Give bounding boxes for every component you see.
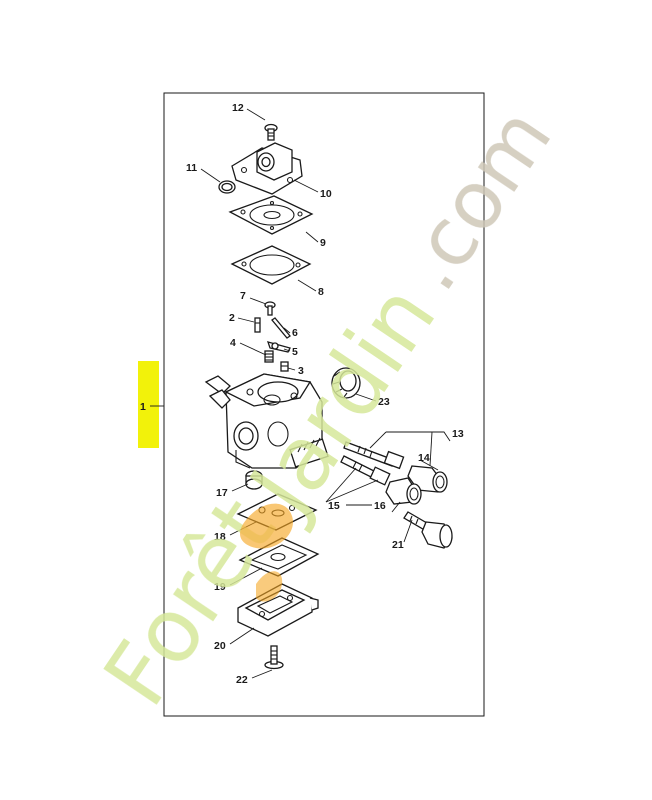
part-16-cap <box>385 477 422 505</box>
part-10-cover <box>231 142 303 195</box>
callout-5: 5 <box>292 346 298 358</box>
part-12-screw <box>264 123 278 141</box>
callout-13: 13 <box>452 428 464 440</box>
part-23-ring <box>331 367 361 399</box>
callout-6: 6 <box>292 327 298 339</box>
watermark-orange-accent <box>240 503 294 549</box>
part-20-pump-cover <box>237 583 319 637</box>
callout-19: 19 <box>214 581 226 593</box>
assembly-highlight <box>138 361 159 448</box>
callout-7: 7 <box>240 290 246 302</box>
callout-2: 2 <box>229 312 235 324</box>
callout-10: 10 <box>320 188 332 200</box>
part-8-gasket <box>230 245 312 285</box>
part-7-screw <box>264 301 276 316</box>
callout-14: 14 <box>418 452 430 464</box>
part-11-o-ring <box>218 180 236 194</box>
callout-3: 3 <box>298 365 304 377</box>
part-22-screw <box>264 645 284 670</box>
callout-11: 11 <box>186 162 197 174</box>
part-4-spring <box>264 350 274 363</box>
watermark-orange-accent-2 <box>256 571 283 602</box>
watermark-com: .com <box>383 92 570 307</box>
part-21-idle-screw <box>403 511 453 549</box>
callout-22: 22 <box>236 674 248 686</box>
part-15-screw-lower <box>340 455 391 486</box>
callout-15: 15 <box>328 500 340 512</box>
callout-18: 18 <box>214 531 226 543</box>
part-14-screw-upper <box>343 441 405 470</box>
callout-12: 12 <box>232 102 244 114</box>
callout-17: 17 <box>216 487 228 499</box>
callout-8: 8 <box>318 286 324 298</box>
callout-9: 9 <box>320 237 326 249</box>
callout-labels: 1 2 3 4 5 6 7 8 9 10 11 12 13 14 15 16 1… <box>140 102 464 686</box>
callout-16: 16 <box>374 500 386 512</box>
part-17-screen <box>245 470 263 490</box>
callout-23: 23 <box>378 396 390 408</box>
part-6-shaft <box>271 317 291 339</box>
callout-1: 1 <box>140 401 146 413</box>
part-3-needle <box>280 361 289 372</box>
callout-21: 21 <box>392 539 404 551</box>
part-2-pin <box>254 317 261 333</box>
diagram-frame <box>163 92 485 717</box>
part-9-diaphragm <box>228 195 314 235</box>
callout-20: 20 <box>214 640 226 652</box>
carburetor-body <box>204 373 329 469</box>
callout-4: 4 <box>230 337 236 349</box>
